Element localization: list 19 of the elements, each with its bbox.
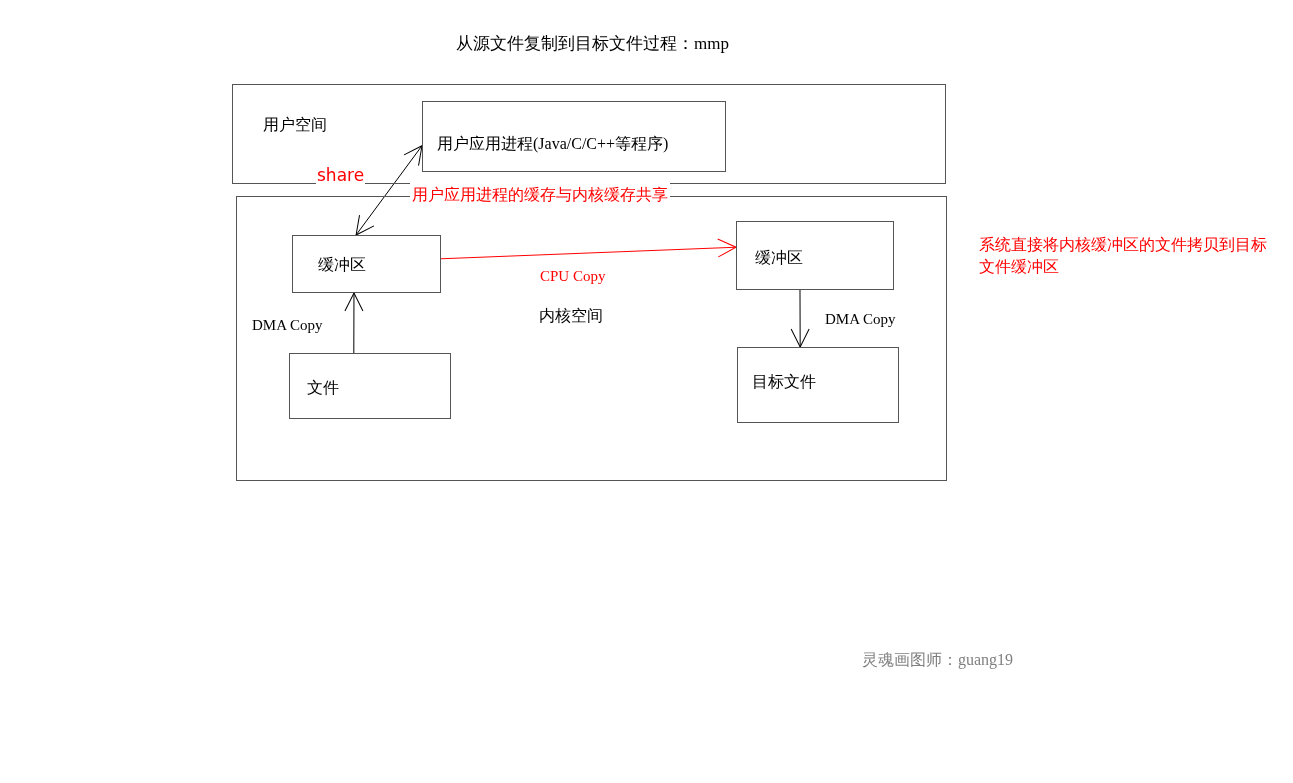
box-label: 用户应用进程(Java/C/C++等程序) bbox=[437, 134, 669, 155]
diagram-title: 从源文件复制到目标文件过程：mmp bbox=[456, 33, 729, 55]
arrow bbox=[344, 292, 364, 354]
process-box bbox=[292, 235, 441, 293]
box-label: 文件 bbox=[307, 378, 339, 398]
process-box bbox=[736, 221, 894, 290]
box-label: 内核空间 bbox=[539, 306, 603, 326]
arrow bbox=[440, 238, 737, 260]
arrow bbox=[790, 289, 810, 348]
note-text: 系统直接将内核缓冲区的文件拷贝到目标文件缓冲区 bbox=[979, 235, 1268, 277]
box-label: 缓冲区 bbox=[318, 255, 366, 275]
process-box bbox=[422, 101, 726, 172]
process-box bbox=[289, 353, 451, 419]
arrow bbox=[355, 145, 423, 236]
box-label: 目标文件 bbox=[752, 372, 816, 392]
process-box bbox=[737, 347, 899, 423]
box-label: 用户空间 bbox=[263, 115, 327, 135]
box-label: 缓冲区 bbox=[755, 248, 803, 268]
author-signature: 灵魂画图师：guang19 bbox=[862, 650, 1014, 671]
